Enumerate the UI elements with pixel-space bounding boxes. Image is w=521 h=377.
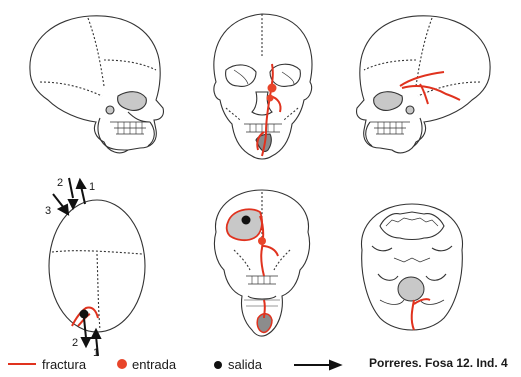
arrow-number-top-1: 1 bbox=[89, 181, 95, 193]
legend-exit-swatch bbox=[214, 361, 222, 369]
exit-point-superior bbox=[80, 310, 89, 319]
figure-caption: Porreres. Fosa 12. Ind. 4 bbox=[369, 356, 508, 370]
legend-exit-label: salida bbox=[228, 357, 262, 373]
skull-frontal-view bbox=[214, 14, 312, 159]
inferior-fracture-line bbox=[412, 299, 430, 330]
exit-point-posterior bbox=[242, 216, 251, 225]
legend-entry-swatch bbox=[117, 359, 127, 369]
legend-fracture-label: fractura bbox=[42, 357, 86, 373]
arrow-number-top-3: 3 bbox=[45, 205, 51, 217]
posterior-shaded-region bbox=[227, 209, 262, 240]
skull-superior-view bbox=[49, 200, 145, 332]
arrow-number-bottom-1: 1 bbox=[93, 347, 99, 359]
skull-lateral-right-view bbox=[30, 16, 164, 153]
foramen-magnum bbox=[398, 277, 424, 301]
arrow-number-bottom-2: 2 bbox=[72, 337, 78, 349]
arrow-number-top-2: 2 bbox=[57, 177, 63, 189]
entry-point-frontal-2 bbox=[267, 95, 274, 102]
entry-point-frontal bbox=[268, 84, 277, 93]
lateral-fracture-lines bbox=[400, 72, 460, 104]
legend-arrow-swatch bbox=[294, 361, 340, 369]
entry-point-posterior bbox=[258, 237, 266, 245]
legend-entry-label: entrada bbox=[132, 357, 176, 373]
skull-lateral-left-view bbox=[357, 16, 491, 153]
posterior-fracture-lines bbox=[260, 216, 278, 318]
